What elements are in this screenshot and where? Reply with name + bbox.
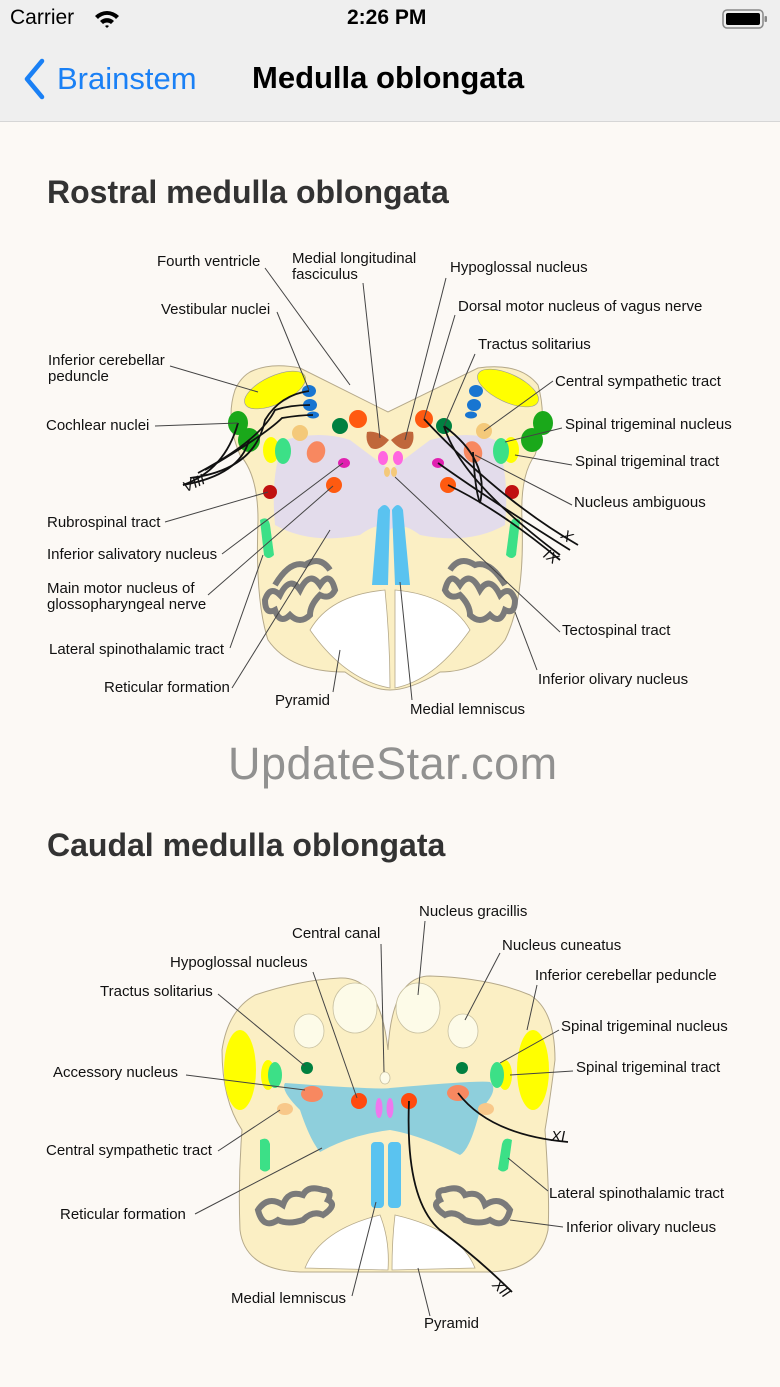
rostral-diagram: Fourth ventricle Medial longitudinal fas… [46, 250, 732, 718]
label-fourth-ventricle: Fourth ventricle [157, 253, 260, 270]
label-central-canal: Central canal [292, 925, 380, 942]
label-mlf-line1: Medial longitudinal [292, 250, 416, 267]
label-rubrospinal: Rubrospinal tract [47, 514, 161, 531]
rostral-pyramid [309, 589, 471, 689]
label-icp: Inferior cerebellar peduncle [535, 967, 717, 984]
caudal-heading: Caudal medulla oblongata [47, 827, 446, 863]
navigation-bar: Carrier 2:26 PM Brainstem Medulla oblong… [0, 0, 780, 122]
label-spinal-trigeminal-tract: Spinal trigeminal tract [576, 1059, 721, 1076]
label-tectospinal: Tectospinal tract [562, 622, 671, 639]
caudal-diagram: Nucleus gracillis Central canal Nucleus … [46, 903, 728, 1332]
label-inferior-olivary: Inferior olivary nucleus [566, 1219, 716, 1236]
caudal-medial-lemniscus [371, 1142, 401, 1208]
caudal-pyramid [304, 1214, 476, 1271]
label-medial-lemniscus: Medial lemniscus [231, 1290, 346, 1307]
label-main-motor-line2: glossopharyngeal nerve [47, 596, 206, 613]
label-pyramid: Pyramid [275, 692, 330, 709]
label-lateral-spinothalamic: Lateral spinothalamic tract [49, 641, 225, 658]
carrier-label: Carrier [10, 6, 75, 29]
battery-icon [722, 9, 767, 29]
label-nucleus-gracillis: Nucleus gracillis [419, 903, 527, 920]
rostral-leader-lines [154, 267, 573, 701]
label-lateral-spinothalamic: Lateral spinothalamic tract [549, 1185, 725, 1202]
wifi-icon [95, 11, 119, 28]
rostral-olivary-nuclei [261, 558, 519, 623]
back-button[interactable]: Brainstem [22, 58, 197, 100]
label-hypoglossal-nucleus: Hypoglossal nucleus [450, 259, 588, 276]
label-nerve-xii: XII [488, 1276, 514, 1302]
label-central-sympathetic: Central sympathetic tract [46, 1142, 213, 1159]
back-label: Brainstem [57, 61, 197, 96]
label-icp-line2: peduncle [48, 368, 109, 385]
rostral-medial-lemniscus [372, 505, 410, 585]
label-dorsal-motor-vagus: Dorsal motor nucleus of vagus nerve [458, 298, 702, 315]
caudal-leader-lines [185, 920, 574, 1317]
label-spinal-trigeminal-tract: Spinal trigeminal tract [575, 453, 720, 470]
label-nerve-ix: IX [540, 546, 562, 569]
label-accessory-nucleus: Accessory nucleus [53, 1064, 178, 1081]
label-vestibular-nuclei: Vestibular nuclei [161, 301, 270, 318]
label-pyramid: Pyramid [424, 1315, 479, 1332]
label-reticular-formation: Reticular formation [60, 1206, 186, 1223]
label-medial-lemniscus: Medial lemniscus [410, 701, 525, 718]
label-hypoglossal-nucleus: Hypoglossal nucleus [170, 954, 308, 971]
label-nerve-xi: XI [550, 1128, 565, 1145]
label-main-motor-line1: Main motor nucleus of [47, 580, 195, 597]
rostral-nerve-fibers [182, 390, 579, 561]
clock: 2:26 PM [347, 6, 427, 29]
watermark: UpdateStar.com [228, 738, 558, 789]
label-spinal-trigeminal-nucleus: Spinal trigeminal nucleus [565, 416, 732, 433]
rostral-reticular-region [273, 435, 507, 539]
chevron-left-icon [24, 58, 45, 100]
label-central-sympathetic: Central sympathetic tract [555, 373, 722, 390]
label-inferior-olivary: Inferior olivary nucleus [538, 671, 688, 688]
label-nucleus-ambiguous: Nucleus ambiguous [574, 494, 706, 511]
label-inferior-salivatory: Inferior salivatory nucleus [47, 546, 217, 563]
label-reticular-formation: Reticular formation [104, 679, 230, 696]
label-icp-line1: Inferior cerebellar [48, 352, 165, 369]
caudal-reticular-region [284, 1081, 494, 1155]
caudal-nerve-fibers [407, 1092, 569, 1293]
label-tractus-solitarius: Tractus solitarius [100, 983, 213, 1000]
label-nucleus-cuneatus: Nucleus cuneatus [502, 937, 621, 954]
label-mlf-line2: fasciculus [292, 266, 358, 283]
label-cochlear-nuclei: Cochlear nuclei [46, 417, 149, 434]
page-title: Medulla oblongata [252, 60, 525, 95]
caudal-olivary-nuclei [254, 1185, 514, 1227]
label-spinal-trigeminal-nucleus: Spinal trigeminal nucleus [561, 1018, 728, 1035]
label-tractus-solitarius: Tractus solitarius [478, 336, 591, 353]
rostral-heading: Rostral medulla oblongata [47, 174, 449, 210]
